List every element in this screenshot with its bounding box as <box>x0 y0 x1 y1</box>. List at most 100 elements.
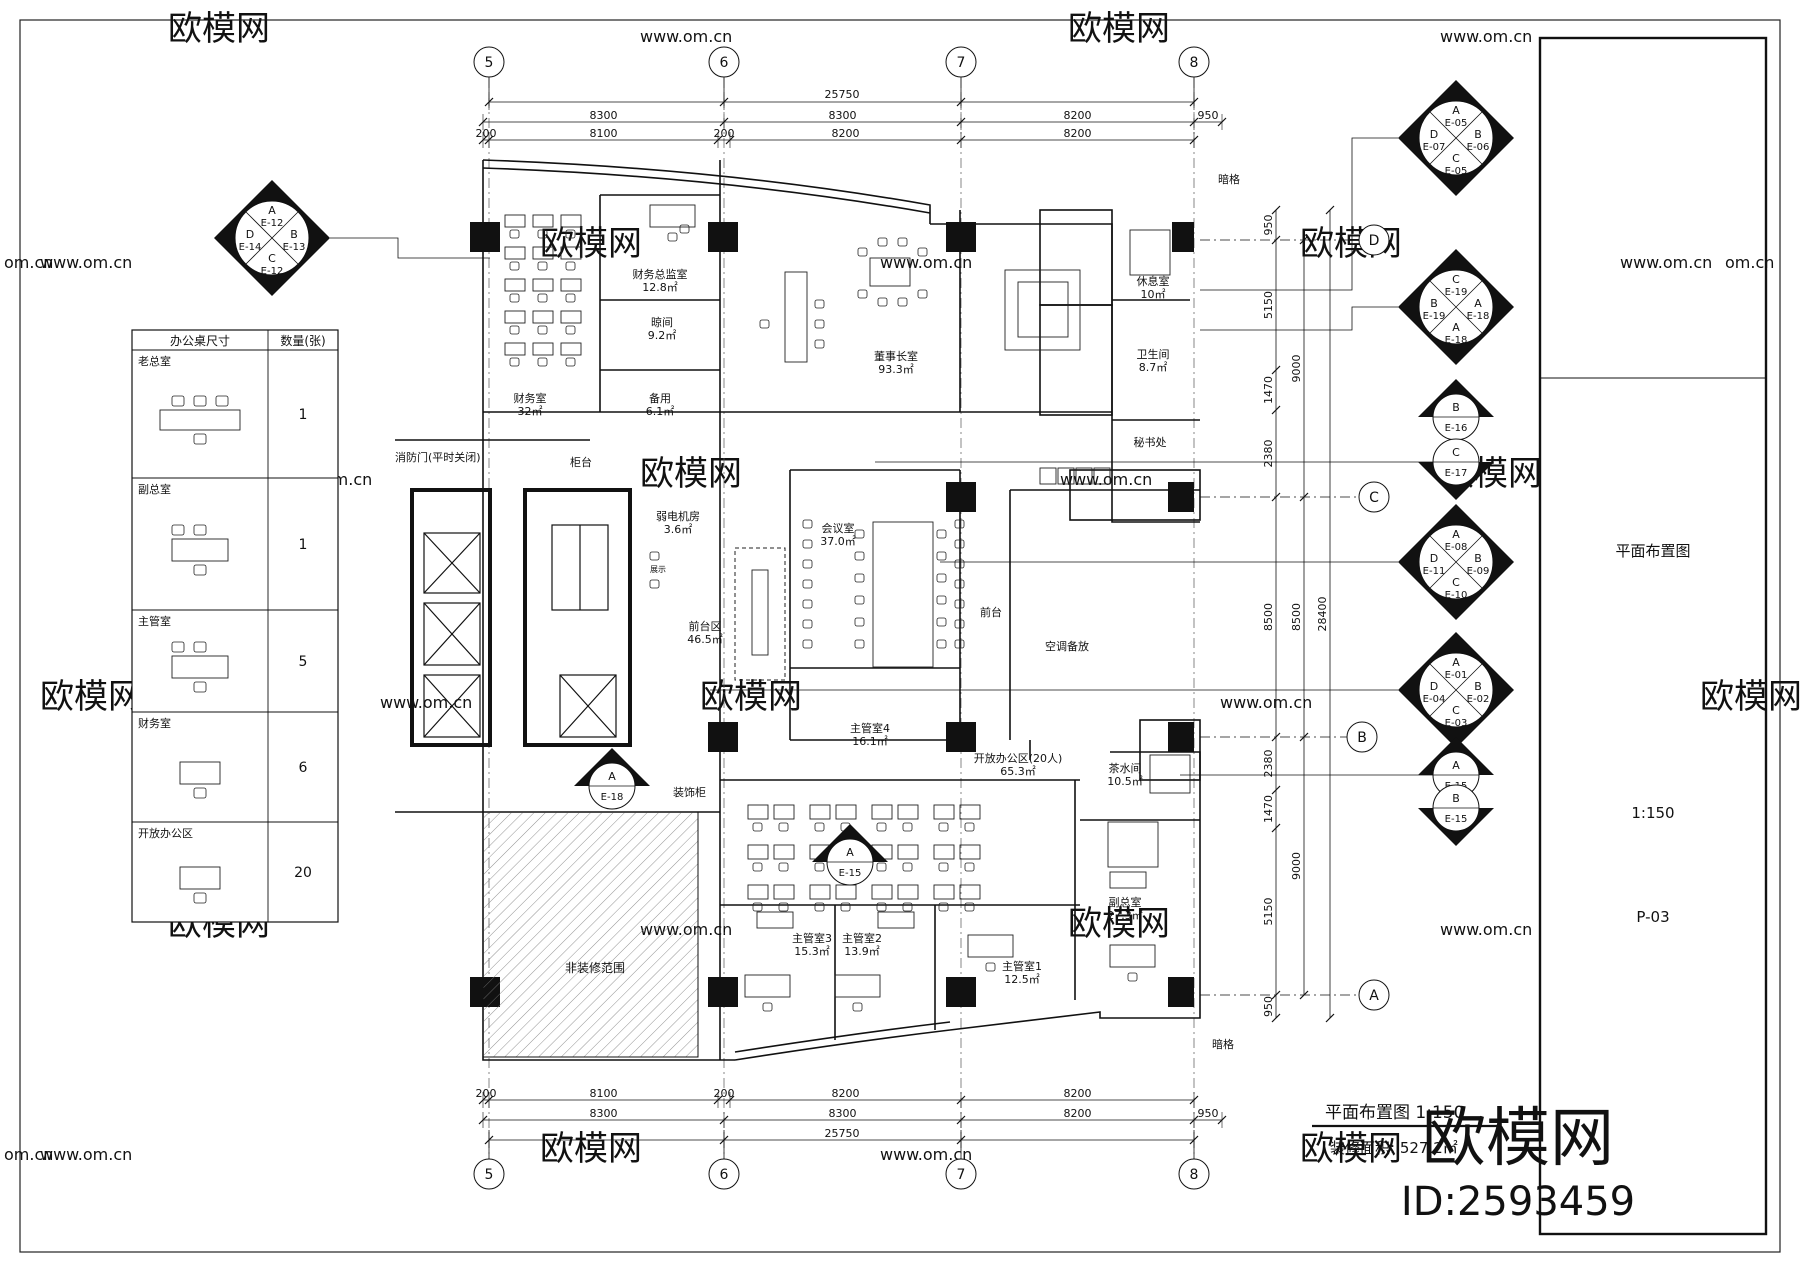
room-name: 备用 <box>649 391 671 405</box>
chair-symbol <box>938 902 949 912</box>
dimension-tick <box>1271 1013 1281 1023</box>
room-name: 前台区 <box>689 619 722 633</box>
note-decor-cabinet: 装饰柜 <box>673 785 706 799</box>
vp-sofa-set <box>1107 821 1159 868</box>
dimension-value: 200 <box>714 1087 735 1100</box>
section-marker: AE-18 <box>574 748 650 810</box>
axis-bubble <box>1358 979 1390 1011</box>
dimension-value: 1470 <box>1262 795 1275 823</box>
note-hidden-grid-top: 暗格 <box>1218 172 1240 186</box>
section-marker: CE-17 <box>875 438 1494 500</box>
workstation-desk <box>504 342 526 356</box>
marker-letter: A <box>1452 104 1460 117</box>
marker-divider <box>1429 280 1483 334</box>
chair-symbol <box>537 357 548 367</box>
dimension-tick <box>1271 785 1281 795</box>
chair-symbol <box>171 524 185 536</box>
dimension-value: 8500 <box>1290 603 1303 631</box>
chair-symbol <box>954 599 965 609</box>
marker-ref: E-19 <box>1445 287 1468 298</box>
note-bulletin: 展示 <box>650 565 666 574</box>
chair-symbol <box>193 681 207 693</box>
plan-notes: 消防门(平时关闭) 柜台 前台 空调备放 装饰柜 非装修范围 暗格 暗格 展示 <box>395 172 1240 1051</box>
marker-letter: B <box>1452 401 1460 414</box>
table-row-count: 20 <box>294 865 312 881</box>
workstation-desk <box>560 246 582 260</box>
marker-letter: D <box>1430 680 1438 693</box>
manager-desk <box>744 974 791 998</box>
elevator-core <box>410 488 632 747</box>
reception-desk <box>751 569 769 656</box>
dimension-tick <box>1299 492 1309 502</box>
dimension-tick <box>1271 990 1281 1000</box>
marker-letter: B <box>1474 552 1482 565</box>
chair-symbol <box>854 573 865 583</box>
chair-symbol <box>537 229 548 239</box>
dimension-tick <box>1271 732 1281 742</box>
marker-leader <box>1200 306 1398 331</box>
marker-letter: C <box>1452 576 1460 589</box>
chair-symbol <box>509 293 520 303</box>
chair-symbol <box>897 297 908 307</box>
room-area: 12.8㎡ <box>642 281 678 294</box>
chair-symbol <box>954 539 965 549</box>
dimension-tick <box>1271 235 1281 245</box>
chairman-meeting-table <box>869 257 911 287</box>
chair-symbol <box>193 641 207 653</box>
chair-symbol <box>854 551 865 561</box>
room-name: 财务总监室 <box>633 267 688 281</box>
workstation-desk <box>532 278 554 292</box>
marker-ref: E-02 <box>1467 694 1490 705</box>
table-row-room: 老总室 <box>138 354 171 368</box>
watermark-logo: 欧模网 <box>540 1129 642 1169</box>
chair-symbol <box>752 862 763 872</box>
branding: 欧模网 ID:2593459 <box>1401 1102 1635 1225</box>
room-name: 副总室 <box>1109 895 1142 909</box>
chair-symbol <box>854 529 865 539</box>
workstation-desk <box>560 278 582 292</box>
chair-symbol <box>964 902 975 912</box>
dimension-value: 8100 <box>590 127 618 140</box>
watermark-url: www.om.cn <box>40 253 132 272</box>
axis-label: B <box>1357 730 1367 746</box>
watermark-logo: 欧模网 <box>168 9 270 49</box>
room-name: 晾间 <box>651 315 673 329</box>
chair-symbol <box>876 862 887 872</box>
marker-letter: C <box>1452 446 1460 459</box>
chair-symbol <box>193 433 207 445</box>
chair-symbol <box>852 1002 863 1012</box>
watermark-logo: 欧模网 <box>700 677 802 717</box>
marker-letter: B <box>1430 297 1438 310</box>
area-note: 装修面积: 527.2㎡ <box>1330 1139 1458 1157</box>
manager-desk <box>834 974 881 998</box>
chair-symbol <box>193 892 207 904</box>
marker-letter: B <box>1474 680 1482 693</box>
table-row-room: 财务室 <box>138 716 171 730</box>
chair-symbol <box>171 641 185 653</box>
dimension-tick <box>1299 235 1309 245</box>
workstation-desk <box>532 310 554 324</box>
open-office-desk <box>835 884 857 900</box>
marker-divider <box>1429 663 1483 717</box>
caption-title: 平面布置图 1:150 <box>1325 1103 1464 1123</box>
chair-symbol <box>814 822 825 832</box>
room-name: 秘书处 <box>1134 435 1167 449</box>
chair-symbol <box>565 357 576 367</box>
drawing-caption: 平面布置图 1:150 装修面积: 527.2㎡ <box>1312 1103 1500 1157</box>
axis-label: C <box>1369 490 1379 506</box>
chair-symbol <box>193 524 207 536</box>
dimension-value: 200 <box>476 1087 497 1100</box>
chair-symbol <box>193 787 207 799</box>
marker-letter: C <box>1452 704 1460 717</box>
room-area: 65.3㎡ <box>1000 765 1036 778</box>
furniture-layer <box>504 204 1191 1012</box>
dimension-value: 9000 <box>1290 355 1303 383</box>
marker-leader <box>1200 137 1398 291</box>
secretary-sofa <box>1039 467 1057 485</box>
dimension-tick <box>1271 205 1281 215</box>
